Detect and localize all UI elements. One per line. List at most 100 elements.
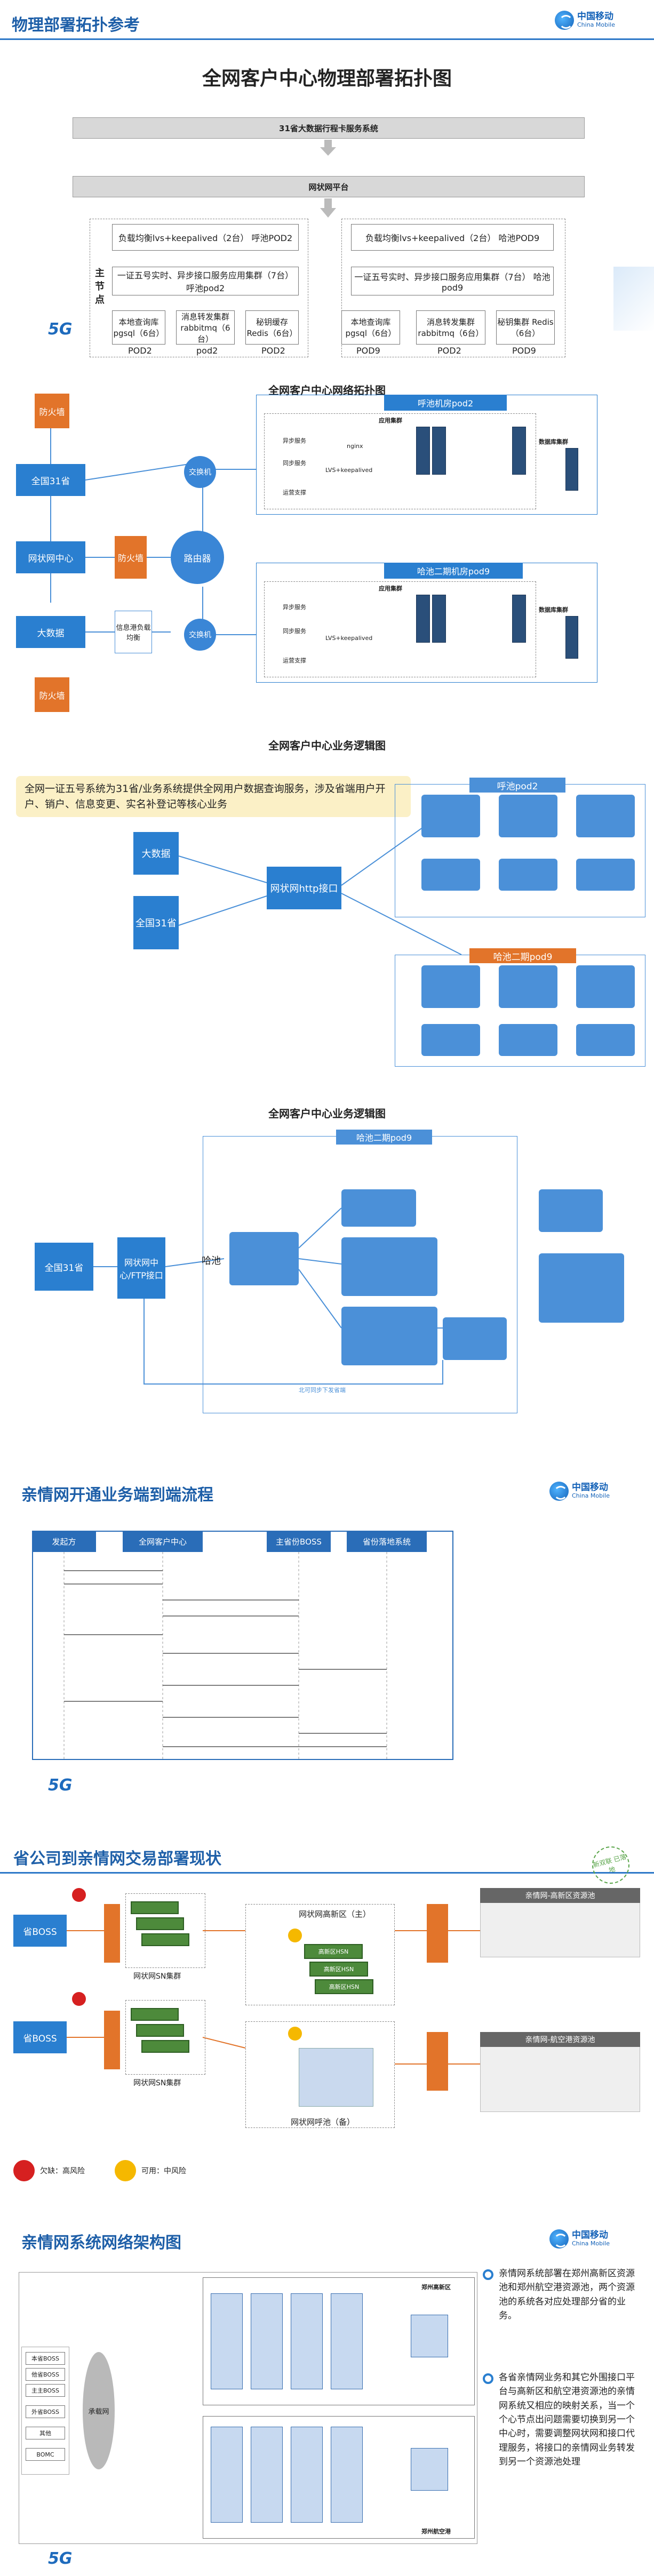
sequence-frame	[32, 1531, 453, 1760]
bullet-text-2: 各省亲情网业务和其它外围接口平台与高新区和航空港资源池的亲情网系统又相应的映射关…	[499, 2372, 635, 2468]
china-mobile-logo: 中国移动 China Mobile	[555, 11, 615, 30]
logo-cn: 中国移动	[577, 11, 613, 22]
corner-decoration	[613, 267, 654, 331]
firewall-bottom: 防火墙	[35, 677, 69, 712]
down-arrow-icon	[320, 198, 336, 218]
server-rack-icon	[416, 427, 430, 475]
service-box	[499, 859, 557, 891]
service-box	[576, 965, 635, 1008]
logic-links	[178, 799, 462, 955]
pool-backup-label: 网状网呼池（备）	[291, 2117, 355, 2127]
right-db-pgsql: 本地查询库 pgsql（6台）	[341, 310, 400, 345]
sync-label: 同步服务	[283, 628, 306, 635]
right-db-rabbitmq: 消息转发集群rabbitmq（6台）	[416, 310, 485, 345]
source-list	[21, 2347, 69, 2475]
server-rack-icon	[432, 427, 446, 475]
boss-box-1: 省BOSS	[13, 1915, 67, 1947]
service-box	[576, 1024, 635, 1056]
sequence-lines	[63, 1552, 387, 1760]
nginx-label: nginx	[347, 443, 363, 450]
server-rack-icon	[416, 595, 430, 643]
right-pod-label: POD9	[356, 346, 380, 356]
source-item: 外省BOSS	[26, 2405, 65, 2418]
sn-node	[136, 1917, 184, 1930]
app-cluster-label: 应用集群	[379, 417, 402, 424]
bullet-text-1: 亲情网系统部署在郑州高新区资源池和郑州航空港资源池，两个资源池的系统各对应处理部…	[499, 2268, 635, 2322]
service-box	[341, 1189, 416, 1227]
5g-mark: 5G	[48, 1776, 73, 1795]
pod9-label: 哈池二期pod9	[469, 948, 576, 963]
async-label: 异步服务	[283, 437, 306, 444]
logo-en: China Mobile	[572, 1492, 610, 1500]
right-pod-label: POD2	[437, 346, 461, 356]
server-group	[211, 2293, 243, 2389]
sn-cluster-label: 网状网SN集群	[133, 1972, 181, 1981]
bullet-icon	[483, 2373, 493, 2384]
netcenter-box: 网状网中心	[16, 541, 85, 573]
info-port-lb: 信息港负载均衡	[115, 611, 152, 653]
slide-network-topology: 全网客户中心网络拓扑图 防火墙 全国31省 网状网中心 防火墙 大数据 信息港负…	[0, 373, 654, 725]
title-divider	[0, 38, 654, 40]
source-item: 本省BOSS	[26, 2352, 65, 2365]
province-source: 全国31省	[133, 896, 179, 949]
slide-physical-topology: 物理部署拓扑参考 中国移动 China Mobile 全网客户中心物理部署拓扑图…	[0, 0, 654, 373]
network-links	[50, 427, 256, 635]
medium-risk-icon	[288, 2027, 302, 2041]
medium-risk-icon	[288, 1929, 302, 1942]
server-group	[411, 2448, 448, 2491]
left-db-redis: 秘钥缓存 Redis（6台）	[245, 310, 299, 345]
lane-center: 全网客户中心	[123, 1531, 203, 1552]
left-db-rabbitmq: 消息转发集群 rabbitmq（6台）	[176, 310, 235, 345]
slide-business-logic-2: 全网客户中心业务逻辑图 全国31省 网状网中心/FTP接口 哈池二期pod9 哈…	[0, 1077, 654, 1451]
right-app-cluster: 一证五号实时、异步接口服务应用集群（7台） 哈池pod9	[351, 267, 554, 295]
server-rack-icon	[512, 427, 526, 475]
legend-red-icon	[13, 2160, 35, 2181]
resource-pool-b-label: 亲情网-航空港资源池	[480, 2032, 640, 2047]
right-load-balancer: 负载均衡lvs+keepalived（2台） 哈池POD9	[351, 224, 554, 251]
server-rack-icon	[432, 595, 446, 643]
legend-yellow-label: 可用：中风险	[141, 2167, 186, 2175]
db-cluster-label: 数据库集群	[539, 438, 568, 445]
server-group	[291, 2293, 323, 2389]
left-pod-label: pod2	[196, 346, 218, 356]
server-rack-icon	[565, 616, 578, 659]
zone-a-label: 郑州高新区	[421, 2284, 451, 2291]
hsn-node: 高新区HSN	[304, 1944, 363, 1959]
pod2-app-frame	[264, 413, 536, 509]
sn-node	[141, 1933, 189, 1946]
lane-boss: 主省份BOSS	[267, 1531, 331, 1552]
system-description: 全网一证五号系统为31省/业务系统提供全网用户数据查询服务，涉及省端用户开户、销…	[16, 776, 411, 817]
left-app-cluster: 一证五号实时、异步接口服务应用集群（7台） 呼池pod2	[112, 267, 299, 295]
firewall-mid: 防火墙	[115, 536, 147, 579]
service-box	[576, 795, 635, 837]
pool-backup-frame	[245, 2021, 395, 2128]
lvs-label: LVS+keepalived	[325, 635, 373, 642]
pool-primary-frame	[245, 1904, 395, 2005]
left-pod-label: POD2	[261, 346, 285, 356]
hachi-label: 哈池	[202, 1255, 221, 1267]
zone-a-frame	[203, 2277, 475, 2405]
down-arrow-icon	[320, 140, 336, 156]
server-rack-icon	[565, 448, 578, 491]
hsn-node: 高新区HSN	[315, 1979, 373, 1994]
gateway-node	[427, 1904, 448, 1963]
high-risk-icon	[72, 1992, 86, 2006]
service-box	[341, 1237, 437, 1296]
lane-local: 省份落地系统	[347, 1531, 427, 1552]
gateway-node	[427, 2032, 448, 2091]
china-mobile-logo: 中国移动 China Mobile	[549, 2229, 610, 2249]
sn-node	[141, 2040, 189, 2053]
logo-cn: 中国移动	[572, 1482, 608, 1493]
ops-label: 运营支撑	[283, 657, 306, 664]
service-box	[229, 1232, 299, 1285]
china-mobile-logo: 中国移动 China Mobile	[549, 1482, 610, 1501]
sn-node	[136, 2024, 184, 2037]
china-mobile-icon	[549, 1482, 569, 1501]
china-mobile-icon	[549, 2229, 569, 2249]
service-box	[421, 1024, 480, 1056]
platform-box: 网状网平台	[73, 176, 585, 197]
resource-pool-a-label: 亲情网-高新区资源池	[480, 1888, 640, 1903]
province-box: 全国31省	[16, 464, 85, 496]
server-group	[411, 2315, 448, 2357]
logic-caption: 全网客户中心业务逻辑图	[268, 739, 386, 752]
